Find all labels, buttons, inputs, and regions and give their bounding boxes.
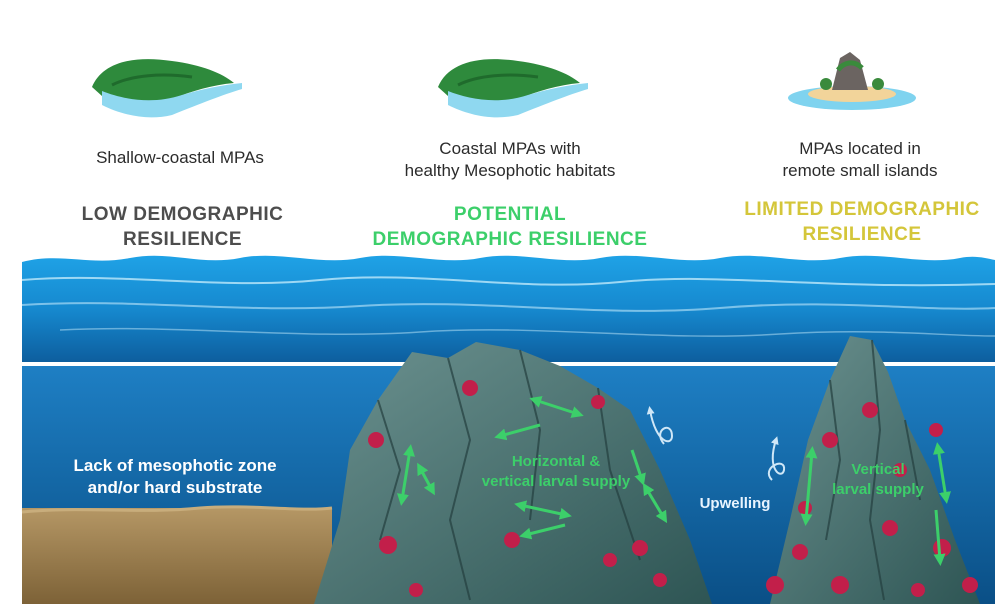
upwelling-arrows: [646, 406, 786, 481]
sandy-seabed: [21, 505, 333, 604]
sea-surface: [21, 255, 996, 362]
tropical-island-icon: [788, 52, 916, 110]
resilience-low: LOW DEMOGRAPHIC RESILIENCE: [81, 204, 284, 250]
upwelling-label: Upwelling: [699, 495, 771, 512]
island-rock: [770, 336, 980, 604]
column-label-remote-islands: MPAs located in remote small islands: [782, 139, 938, 180]
vertical-supply-label: Vertical larval supply: [832, 461, 924, 498]
coastal-island-icon: [438, 59, 588, 118]
coastal-island-icon: [92, 59, 242, 118]
horizontal-vertical-supply-label: Horizontal & vertical larval supply: [481, 453, 631, 490]
lack-mesophotic-label: Lack of mesophotic zone and/or hard subs…: [73, 456, 277, 497]
resilience-limited: LIMITED DEMOGRAPHIC RESILIENCE: [744, 199, 980, 245]
column-label-shallow-coastal: Shallow-coastal MPAs: [96, 148, 264, 167]
resilience-potential: POTENTIAL DEMOGRAPHIC RESILIENCE: [372, 204, 648, 250]
column-label-coastal-mesophotic: Coastal MPAs with healthy Mesophotic hab…: [404, 139, 616, 180]
larval-supply-arrows: [397, 396, 951, 566]
